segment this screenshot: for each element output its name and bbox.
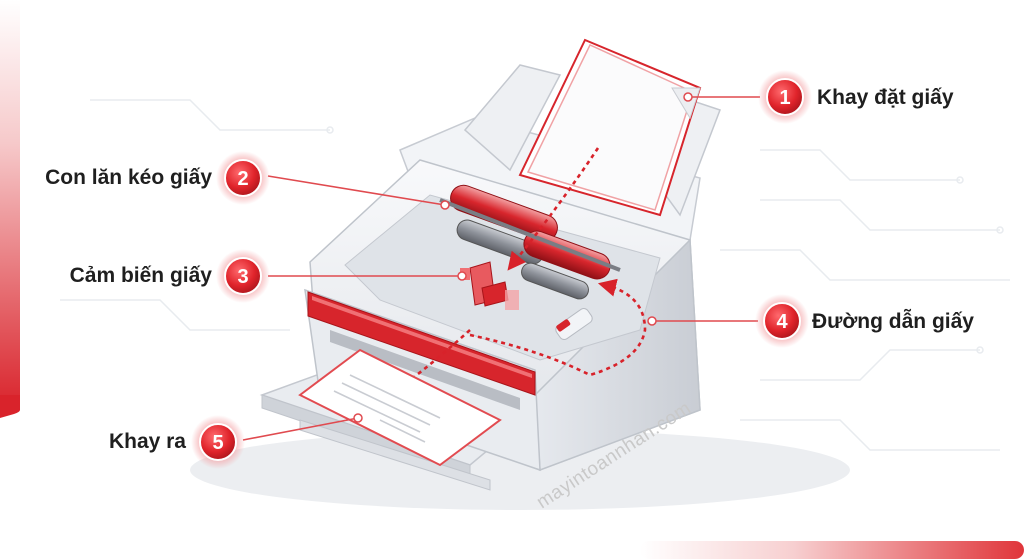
callout-number-4: 4	[776, 311, 788, 333]
leader-dots	[353, 92, 693, 423]
paper-sensor	[460, 261, 519, 310]
leader-lines	[242, 96, 760, 441]
callout-label-paper-path: Đường dẫn giấy	[812, 310, 974, 333]
callout-number-3: 3	[237, 266, 248, 288]
input-tray	[463, 38, 721, 217]
callout-number-2: 2	[237, 168, 248, 190]
feed-rollers	[439, 184, 621, 300]
left-accent-bar-end	[0, 395, 20, 418]
callout-label-input-tray: Khay đặt giấy	[817, 86, 954, 109]
bottom-accent-bar	[640, 541, 1024, 559]
floor-shadow	[190, 430, 850, 510]
output-paper	[298, 348, 502, 467]
circuit-pattern	[60, 99, 1010, 451]
callout-badge-1: 1	[758, 70, 812, 124]
callout-number-1: 1	[779, 87, 790, 109]
callout-label-feed-roller: Con lăn kéo giấy	[45, 166, 212, 189]
callout-badge-5: 5	[191, 415, 245, 469]
callout-badge-2: 2	[216, 151, 270, 205]
left-accent-bar	[0, 0, 20, 410]
callout-label-paper-sensor: Cảm biến giấy	[69, 264, 212, 287]
callout-badge-4: 4	[755, 294, 809, 348]
callout-label-output-tray: Khay ra	[108, 430, 186, 453]
callout-number-5: 5	[212, 432, 223, 454]
callout-badge-3: 3	[216, 249, 270, 303]
